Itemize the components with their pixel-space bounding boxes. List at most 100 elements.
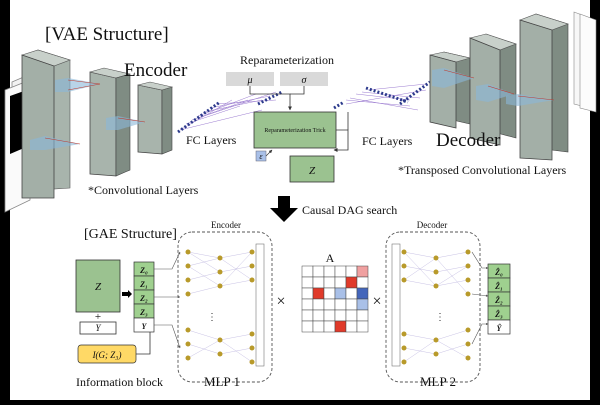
fc-layers-right: [333, 80, 431, 111]
matrix-cell-0-4: [345, 265, 358, 278]
z-output-0: Ẑ₀: [494, 267, 503, 277]
z-to-vector-arrow: [122, 290, 132, 298]
sigma-to-trick-arrow: [290, 86, 305, 95]
epsilon-arrow: [265, 149, 273, 157]
adjacency-matrix: [301, 265, 369, 333]
mlp2-input-layer: [391, 243, 401, 367]
matrix-cell-5-4: [345, 320, 358, 333]
mu-label: μ: [246, 75, 252, 86]
mlp2-container: [385, 231, 481, 383]
z-input-2: Z₂: [139, 294, 148, 303]
sigma-box: [280, 72, 328, 86]
matrix-cell-2-5: [356, 287, 369, 300]
matrix-cell-5-0: [301, 320, 314, 333]
down-arrow: [270, 196, 298, 222]
matrix-cell-5-1: [312, 320, 325, 333]
matrix-cell-0-0: [301, 265, 314, 278]
matrix-cell-2-2: [323, 287, 336, 300]
sigma-label: σ: [302, 75, 308, 86]
encoder-label: Encoder: [124, 60, 188, 81]
matrix-cell-2-1: [312, 287, 325, 300]
matrix-cell-4-4: [345, 309, 358, 322]
z-output-y: Ŷ: [497, 323, 503, 333]
decoder-conv-blocks: [429, 11, 597, 161]
matrix-cell-0-3: [334, 265, 347, 278]
vae-z-box: [289, 155, 335, 183]
mlp1-label: MLP 1: [204, 374, 240, 389]
z-output-1: Ẑ₁: [494, 281, 503, 291]
trick-to-z-arrow: [333, 129, 349, 152]
epsilon-label: ε: [259, 152, 263, 161]
tconv-note: *Transposed Convolutional Layers: [398, 163, 567, 177]
mlp1-input-arrow-0: [154, 251, 181, 270]
matrix-cell-5-5: [356, 320, 369, 333]
mlp2-output-arrow-2: [471, 322, 489, 345]
z-output-3: Ẑ₃: [494, 309, 503, 319]
matrix-cell-3-3: [334, 298, 347, 311]
mlp2-output-arrow-0: [471, 251, 489, 270]
mlp1-input-arrow-2: [154, 324, 181, 349]
info-to-z3-line: [136, 332, 151, 355]
times-sign-2: ×: [372, 293, 381, 310]
reparam-trick-label: Reparameterization Trick: [264, 128, 325, 134]
fc-left-label: FC Layers: [186, 133, 237, 147]
matrix-cell-3-1: [312, 298, 325, 311]
matrix-cell-2-3: [334, 287, 347, 300]
mlp1-nodes: [185, 249, 255, 365]
matrix-cell-1-5: [356, 276, 369, 289]
matrix-cell-4-5: [356, 309, 369, 322]
z-input-3: Z₃: [139, 308, 148, 317]
decoder-kernels: [432, 68, 555, 106]
matrix-cell-4-0: [301, 309, 314, 322]
vae-title: [VAE Structure]: [45, 24, 169, 45]
mlp1-output-layer: [255, 243, 265, 367]
gae-z-label: Z: [95, 281, 102, 293]
mlp1-ellipsis: ⋮: [207, 312, 217, 323]
search-label: Causal DAG search: [302, 203, 397, 217]
mlp2-output-arrow-1: [471, 293, 489, 297]
matrix-cell-3-4: [345, 298, 358, 311]
mu-to-trick-arrow: [249, 86, 292, 111]
info-label: Information block: [76, 375, 163, 389]
matrix-cell-4-2: [323, 309, 336, 322]
matrix-cell-0-5: [356, 265, 369, 278]
mlp2-ellipsis: ⋮: [435, 312, 445, 323]
matrix-cell-4-3: [334, 309, 347, 322]
mlp1-network: [187, 251, 253, 363]
mlp2-nodes: [401, 249, 471, 365]
gae-title: [GAE Structure]: [84, 227, 177, 242]
matrix-cell-5-2: [323, 320, 336, 333]
matrix-cell-0-1: [312, 265, 325, 278]
plus-label: +: [95, 311, 101, 323]
fc-layers-left: [177, 90, 283, 134]
matrix-cell-1-1: [312, 276, 325, 289]
matrix-label: A: [326, 251, 335, 265]
z-output-cells: [487, 263, 511, 335]
matrix-cell-3-2: [323, 298, 336, 311]
z-input-0: Z₀: [139, 266, 148, 275]
matrix-cell-1-2: [323, 276, 336, 289]
decoder-label: Decoder: [436, 130, 501, 151]
z-input-cells: [133, 261, 155, 333]
z-output-2: Ẑ₂: [494, 295, 503, 305]
matrix-cell-0-2: [323, 265, 336, 278]
mlp2-decoder-label: Decoder: [417, 220, 447, 230]
matrix-cell-1-0: [301, 276, 314, 289]
gae-y-label: Y: [95, 323, 101, 333]
mlp1-container: [177, 231, 273, 383]
matrix-cell-2-4: [345, 287, 358, 300]
encoder-kernels: [30, 78, 146, 150]
matrix-cell-1-4: [345, 276, 358, 289]
matrix-cell-3-0: [301, 298, 314, 311]
times-sign-1: ×: [276, 293, 285, 310]
matrix-cell-4-1: [312, 309, 325, 322]
reparam-title: Reparameterization: [240, 53, 334, 67]
matrix-cell-5-3: [334, 320, 347, 333]
mlp1-encoder-label: Encoder: [211, 220, 241, 230]
gae-z-box: [75, 259, 121, 313]
vae-z-label: Z: [309, 165, 316, 177]
conv-note: *Convolutional Layers: [88, 183, 199, 197]
mlp2-network: [403, 251, 469, 363]
